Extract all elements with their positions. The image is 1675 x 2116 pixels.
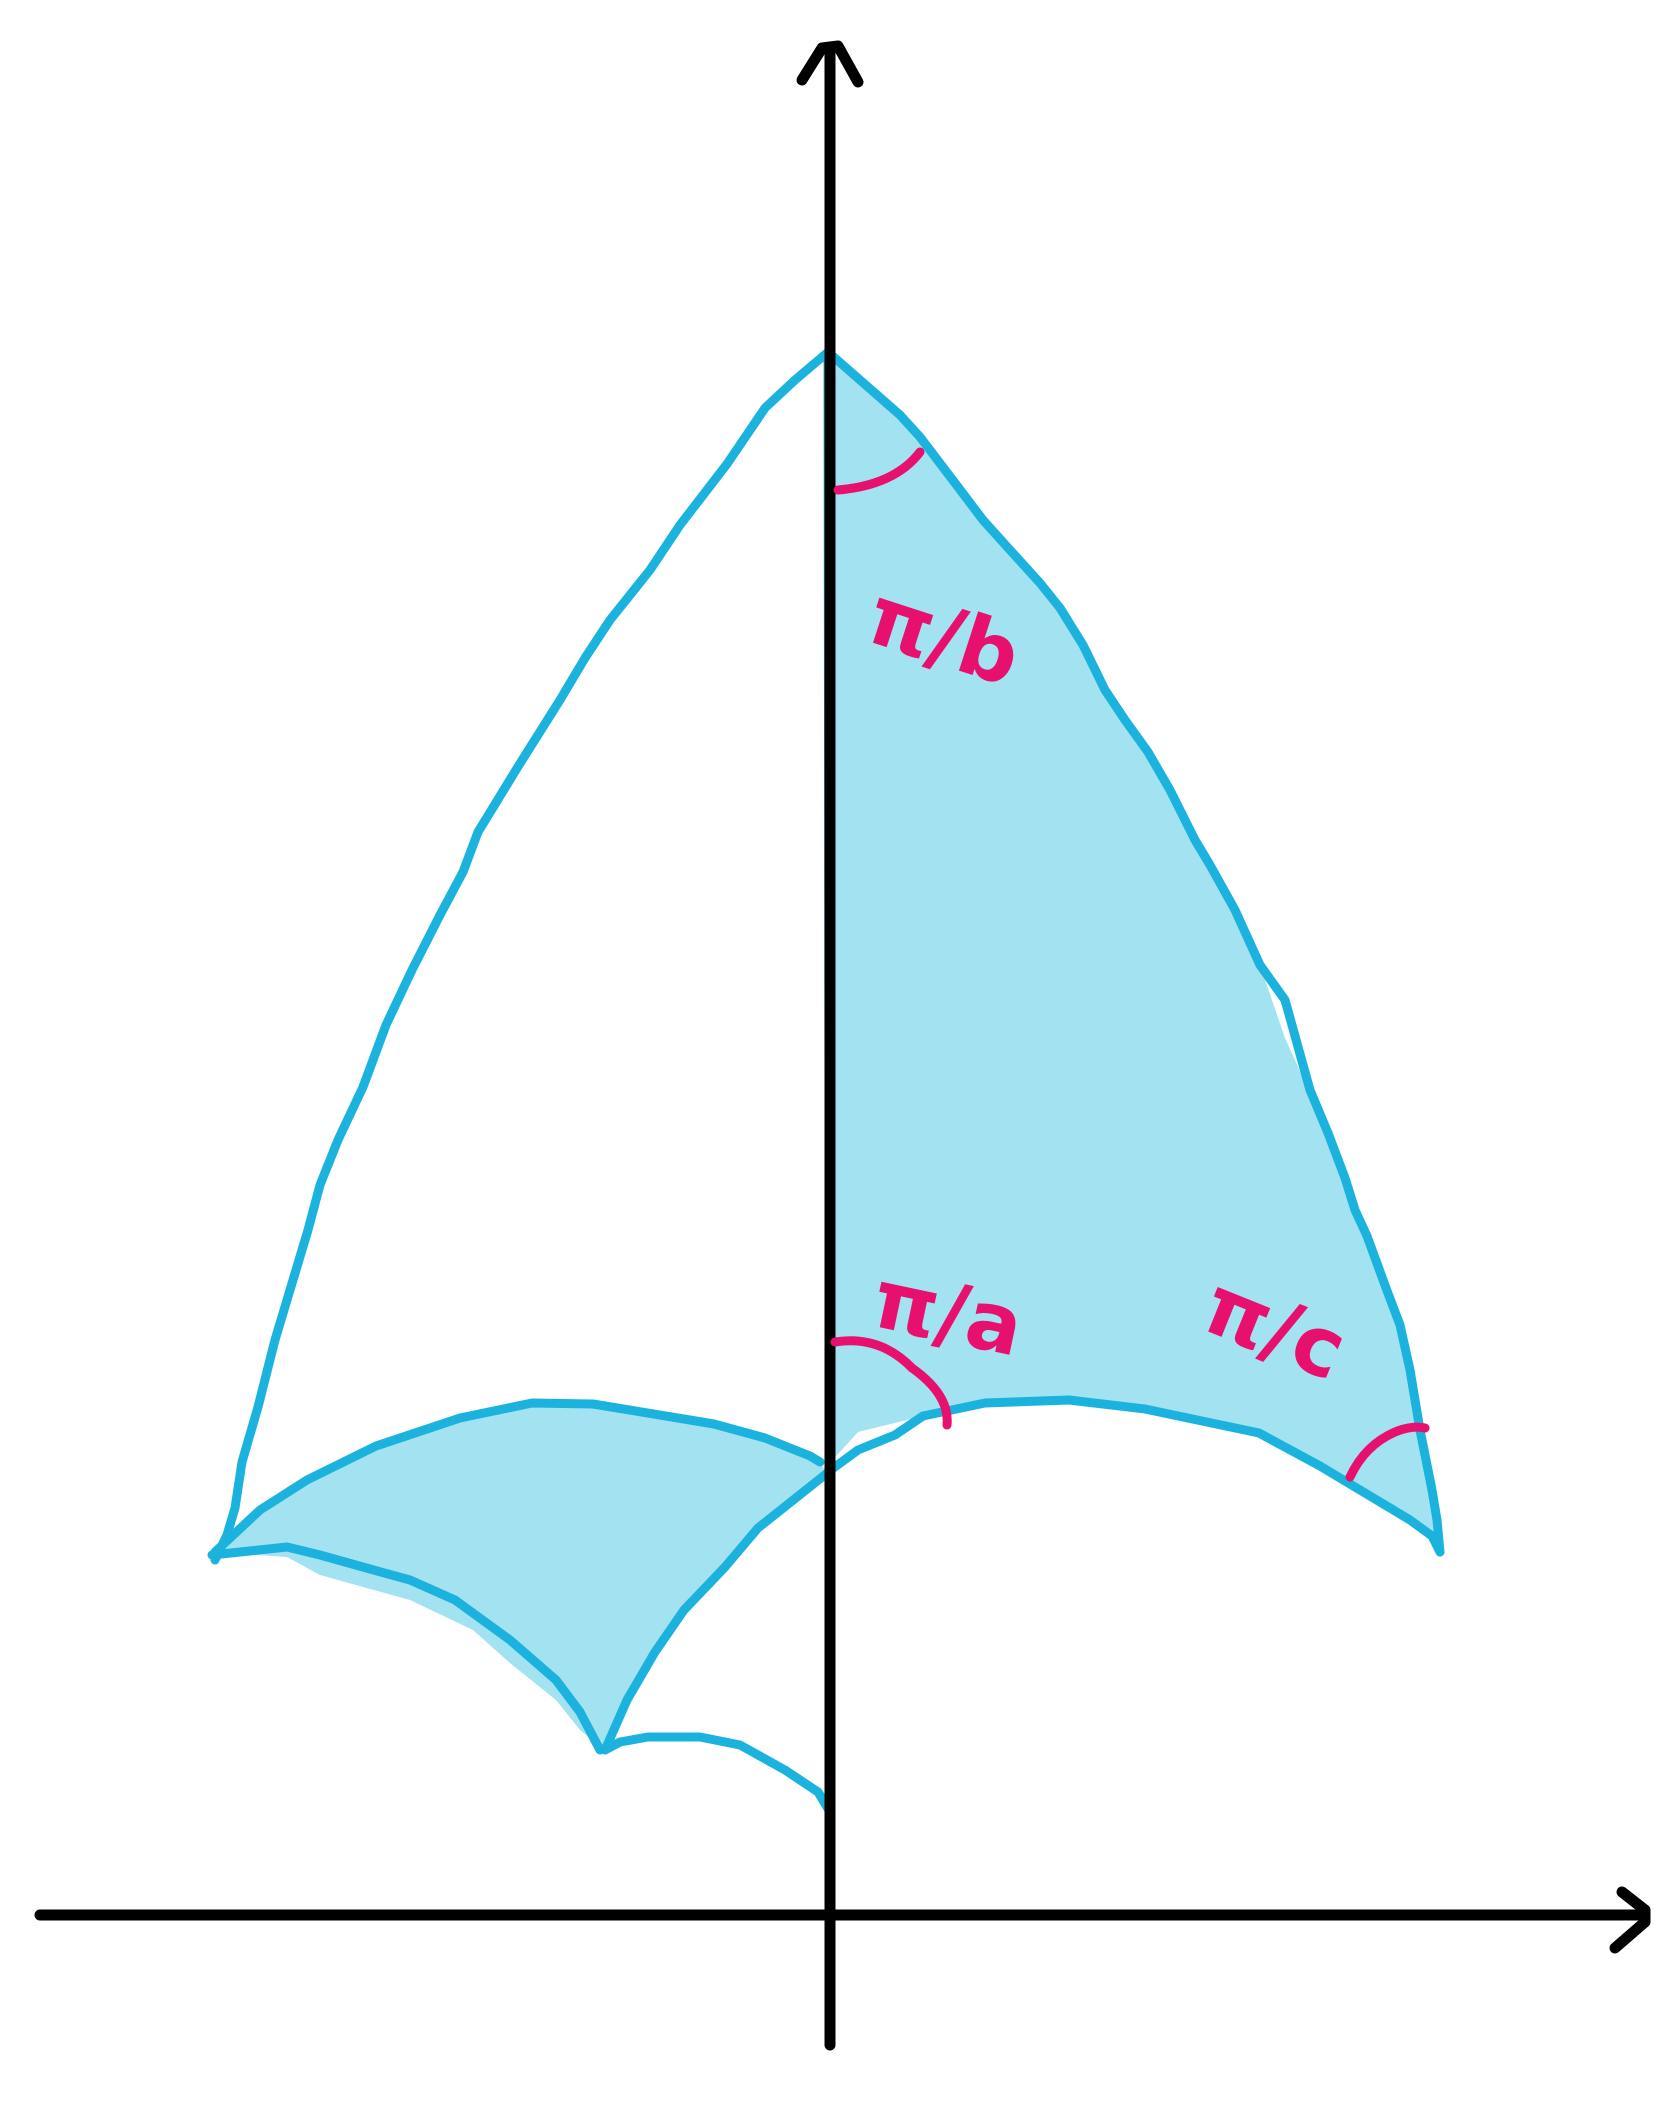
angle-c-arc (1345, 1422, 1430, 1482)
shaded-right-triangle (828, 352, 1440, 1545)
right-upper-edge (823, 347, 1445, 1557)
angle-a-arc (830, 1336, 952, 1430)
middle-arc-edge (210, 1398, 825, 1557)
angle-b-arc (833, 447, 925, 495)
y-axis-arrowhead (796, 40, 864, 88)
right-lower-arc-edge (823, 1395, 1445, 1557)
left-upper-edge (210, 347, 833, 1565)
lower-left-arc-edge (207, 1542, 605, 1755)
x-axis-arrowhead (1609, 1886, 1651, 1954)
lower-center-arc-edge (600, 1469, 831, 1755)
shaded-lower-left-region (212, 1403, 826, 1750)
bottom-small-arc-edge (600, 1732, 835, 1817)
